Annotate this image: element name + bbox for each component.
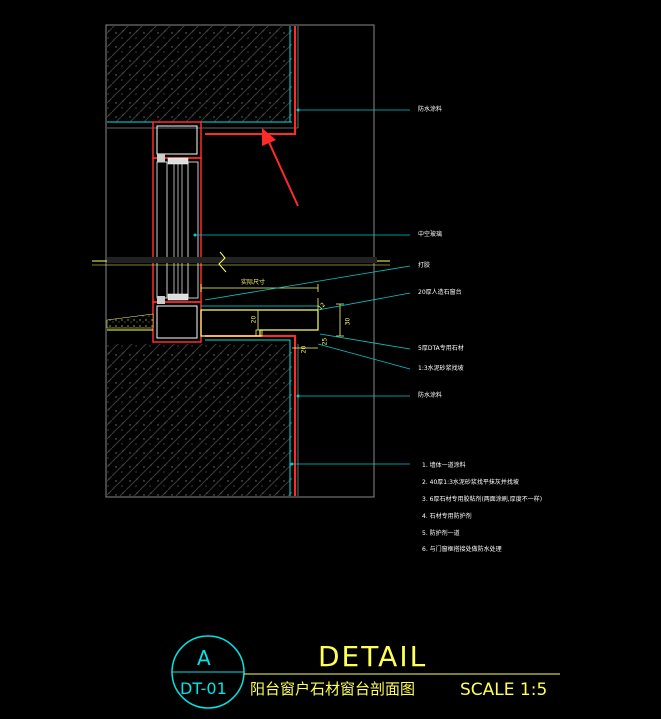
dim-label-25: 25 <box>321 337 329 346</box>
red-arrow-head <box>262 128 276 146</box>
note-5: 5. 防护剂一道 <box>422 530 460 537</box>
detail-title: DETAIL <box>318 640 428 673</box>
drawing-number: DT-01 <box>180 679 227 698</box>
note-1: 1. 墙体一道涂料 <box>422 462 466 469</box>
window-mullion-inner-right <box>187 161 199 299</box>
red-arrow-shaft <box>267 139 299 207</box>
label-sealant: 打胶 <box>418 262 431 269</box>
spacer-bottom <box>157 296 165 304</box>
note-4: 4. 石材专用防护剂 <box>422 513 472 520</box>
dim-30 <box>336 303 344 337</box>
detail-symbol-letter: A <box>197 646 211 670</box>
leaders <box>195 109 411 465</box>
dim-actual-size <box>200 284 319 292</box>
stone-sill <box>200 309 319 337</box>
window-frame-bottom-inner <box>156 305 198 339</box>
label-stone-sill: 20厚人造石窗台 <box>418 289 462 296</box>
lower-finish-line <box>205 339 291 496</box>
label-glass: 中空玻璃 <box>418 231 443 238</box>
window-mullion-inner-left <box>156 161 168 299</box>
label-waterproof-bottom: 防水涂料 <box>418 392 443 399</box>
upper-waterproof-line <box>205 26 296 135</box>
note-3: 3. 6厚石材专用胶粘剂(两面涂刷,厚度不一样) <box>422 496 543 503</box>
drawing-name: 阳台窗户石材窗台剖面图 <box>250 680 416 698</box>
dim-label-20b: 20 <box>300 345 308 354</box>
stone-sill-drip <box>255 329 263 337</box>
dim-label-actual-size: 实际尺寸 <box>241 279 266 286</box>
upper-wall <box>107 26 292 122</box>
note-6: 6. 与门窗框搭接处做防水处理 <box>422 546 502 553</box>
label-sill-edge: 5厚DTA专用石材 <box>418 345 464 352</box>
label-waterproof-top: 防水涂料 <box>418 106 443 113</box>
scale-label: SCALE 1:5 <box>460 680 548 700</box>
break-line-fill <box>107 257 377 263</box>
gasket-bottom <box>167 293 189 301</box>
gasket-top <box>167 157 189 165</box>
label-adhesive: 1:3水泥砂浆找坡 <box>418 365 464 372</box>
note-2: 2. 40厚1:3水泥砂浆找平抹灰并找坡 <box>422 479 519 486</box>
break-symbol <box>218 251 227 273</box>
dim-label-30: 30 <box>344 317 352 326</box>
spacer-top <box>157 154 165 162</box>
window-mullion <box>152 157 202 303</box>
window-frame-bottom <box>152 301 202 343</box>
dim-label-20: 20 <box>250 315 258 324</box>
interior-mortar <box>106 313 154 329</box>
leader-dots <box>193 108 300 466</box>
window-frame-top-inner <box>156 125 198 155</box>
lower-wall <box>107 344 292 496</box>
window-frame-top <box>152 121 202 159</box>
